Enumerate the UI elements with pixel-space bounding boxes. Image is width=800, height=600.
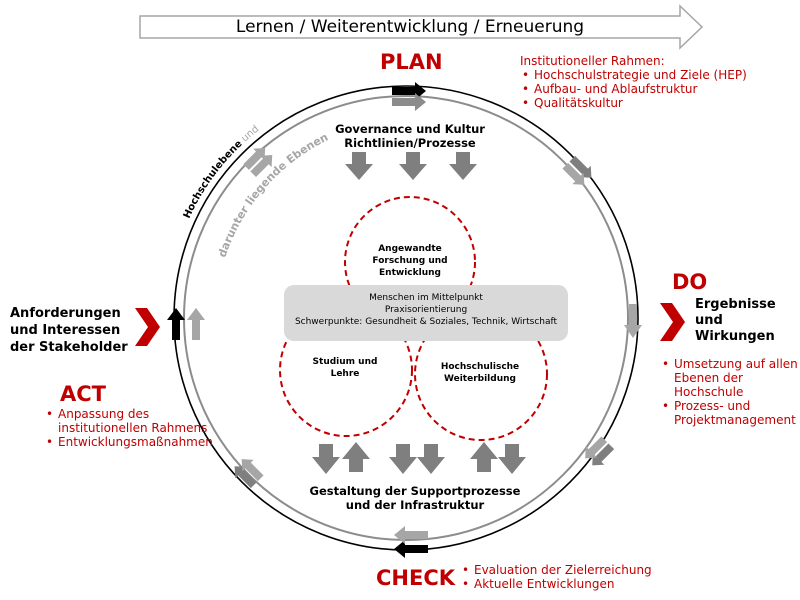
act-title: ACT [60,382,106,406]
support-down-arrow-icon [498,444,526,474]
plan-item: Qualitätskultur [520,96,790,110]
further-line: Weiterbildung [444,374,516,384]
governance-down-arrow-icon [345,152,373,180]
stakeholder-line: der Stakeholder [10,340,128,355]
do-chevron-icon [660,303,685,341]
support-up-arrow-icon [470,442,498,472]
support-up-arrow-icon [342,442,370,472]
study-label: Studium und Lehre [300,356,390,380]
do-title: DO [672,270,708,294]
plan-gray-arrow-icon [392,93,426,111]
do-item: Umsetzung auf allen Ebenen der Hochschul… [660,357,798,399]
stakeholder-line: und Interessen [10,323,121,338]
governance-line: Governance und Kultur [335,122,485,136]
lower-right-ring-arrow-icon [585,436,615,466]
center-line: Menschen im Mittelpunkt [369,293,483,303]
act-list: Anpassung des institutionellen Rahmens E… [44,407,229,449]
research-label: Angewandte Forschung und Entwicklung [355,243,465,279]
learning-banner-arrow [139,4,704,50]
support-down-arrow-icon [417,444,445,474]
act-gray-arrow-icon [187,308,205,340]
stakeholder-chevron-icon [135,308,160,346]
do-item: Prozess- und Projektmanagement [660,399,798,427]
plan-frame-heading: Institutioneller Rahmen: [520,54,665,68]
governance-line: Richtlinien/Prozesse [344,136,476,150]
check-item: Aktuelle Entwicklungen [460,577,660,591]
stakeholder-line: Anforderungen [10,306,121,321]
research-line: Forschung und [372,256,448,266]
center-line: Schwerpunkte: Gesundheit & Soziales, Tec… [294,317,558,327]
inner-cycle-ring [183,95,629,541]
further-line: Hochschulische [440,362,520,372]
do-heading-line: Wirkungen [695,329,775,344]
support-down-arrow-icon [312,444,340,474]
check-list: Evaluation der Zielerreichung Aktuelle E… [460,563,660,591]
do-heading-line: und [695,313,723,328]
check-black-arrow-icon [394,540,428,558]
governance-label: Governance und Kultur Richtlinien/Prozes… [320,122,500,150]
support-line: und der Infrastruktur [345,498,485,512]
plan-title: PLAN [380,50,443,74]
upper-left-ring-arrow-icon [243,147,273,177]
plan-frame-list: Institutioneller Rahmen: Hochschulstrate… [520,54,790,110]
do-heading-line: Ergebnisse [695,297,776,312]
lower-left-ring-arrow-icon [234,459,264,489]
research-line: Entwicklung [379,268,441,278]
plan-item: Hochschulstrategie und Ziele (HEP) [520,68,790,82]
support-label: Gestaltung der Supportprozesse und der I… [290,484,540,512]
act-black-arrow-icon [167,308,185,340]
study-line: Studium und [312,357,378,367]
upper-right-ring-arrow-icon [562,155,592,185]
act-item: Entwicklungsmaßnahmen [44,435,229,449]
stakeholder-label: Anforderungen und Interessen der Stakeho… [10,305,135,356]
research-line: Angewandte [378,244,442,254]
center-line: Praxisorientierung [384,305,468,315]
support-line: Gestaltung der Supportprozesse [309,484,521,498]
act-item: Anpassung des institutionellen Rahmens [44,407,229,435]
check-gray-arrow-icon [394,526,428,544]
further-education-label: Hochschulische Weiterbildung [430,361,530,385]
center-text: Menschen im Mittelpunkt Praxisorientieru… [284,292,568,328]
do-list: Umsetzung auf allen Ebenen der Hochschul… [660,357,798,427]
study-line: Lehre [330,369,360,379]
check-title: CHECK [376,566,456,590]
governance-down-arrow-icon [449,152,477,180]
governance-down-arrow-icon [399,152,427,180]
check-item: Evaluation der Zielerreichung [460,563,660,577]
do-gray-arrow-icon [624,304,642,338]
plan-item: Aufbau- und Ablaufstruktur [520,82,790,96]
do-heading: Ergebnisse und Wirkungen [695,297,795,345]
center-box [284,285,568,341]
support-down-arrow-icon [389,444,417,474]
learning-banner-text: Lernen / Weiterentwicklung / Erneuerung [235,17,585,37]
